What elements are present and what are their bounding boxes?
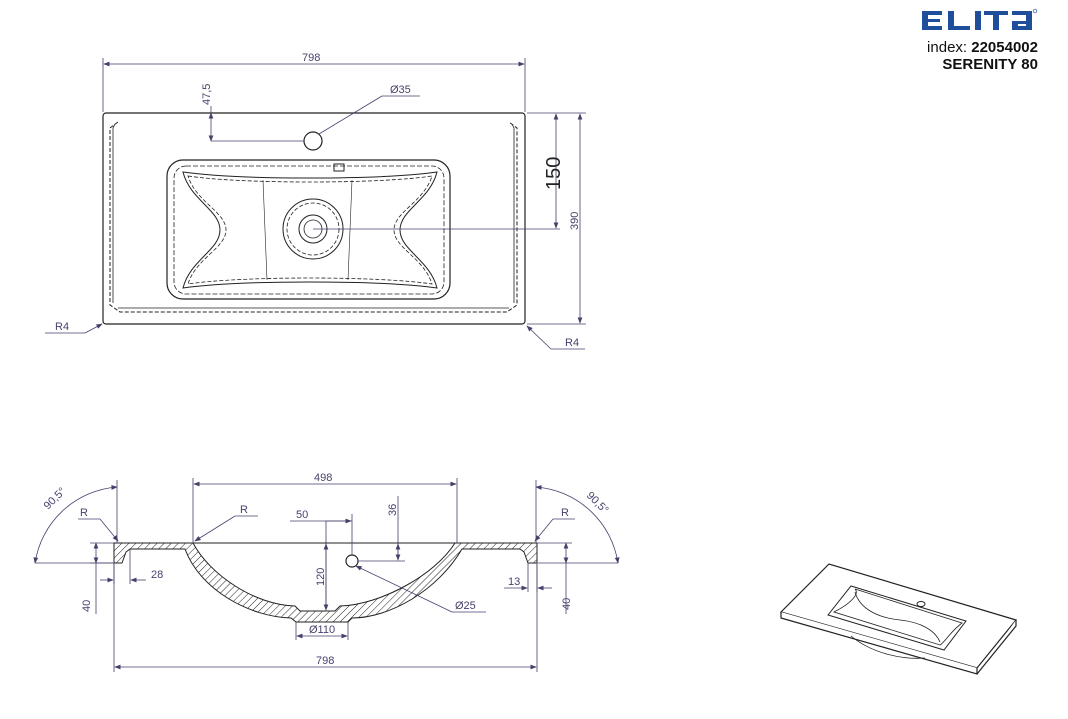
basin-outline bbox=[102, 112, 526, 325]
radius-section-left-label: R bbox=[80, 507, 88, 519]
height-left-label: 40 bbox=[81, 600, 93, 612]
index-value: 22054002 bbox=[971, 39, 1038, 56]
index-label: index: bbox=[927, 39, 968, 56]
radius-section-right-label: R bbox=[561, 507, 569, 519]
faucet-offset-label: 47,5 bbox=[201, 84, 213, 105]
overflow-diameter-label: Ø25 bbox=[455, 600, 476, 612]
radius-section-center-label: R bbox=[240, 504, 248, 516]
top-width-label: 798 bbox=[302, 52, 320, 64]
isometric-view bbox=[779, 563, 1018, 675]
radius-right-label: R4 bbox=[565, 337, 579, 349]
overflow-slot bbox=[333, 163, 345, 172]
faucet-diameter-label: Ø35 bbox=[390, 84, 411, 96]
rim-dashed-outline bbox=[109, 121, 518, 313]
edge-left-label: 28 bbox=[151, 569, 163, 581]
overflow-hole bbox=[345, 554, 359, 568]
overflow-height-label: 36 bbox=[387, 504, 399, 516]
angle-left-label: 90,5° bbox=[42, 485, 69, 512]
elita-logo bbox=[920, 8, 1038, 37]
index-line: index: 22054002 bbox=[920, 39, 1038, 56]
height-right-label: 40 bbox=[561, 598, 573, 610]
bowl-outline bbox=[166, 159, 451, 300]
overflow-offset-label: 50 bbox=[296, 509, 308, 521]
depth-label: 390 bbox=[569, 212, 581, 230]
bowl-contour bbox=[182, 171, 438, 289]
bowl-width-label: 498 bbox=[314, 472, 332, 484]
section-view: 498 90,5° 90,5° R R R 50 36 120 bbox=[33, 472, 620, 672]
section-profile bbox=[113, 542, 538, 623]
top-view: 798 47,5 Ø35 150 390 R4 R4 bbox=[45, 52, 586, 350]
radius-left-label: R4 bbox=[55, 321, 69, 333]
drain-diameter-label: Ø110 bbox=[309, 624, 335, 636]
bowl-depth-label: 120 bbox=[315, 568, 327, 586]
model-name: SERENITY 80 bbox=[942, 56, 1038, 73]
overall-width-label: 798 bbox=[316, 655, 334, 667]
title-block: index: 22054002 SERENITY 80 bbox=[920, 8, 1038, 73]
drain-offset-label: 150 bbox=[543, 157, 565, 190]
edge-right-label: 13 bbox=[508, 576, 520, 588]
angle-right-label: 90,5° bbox=[584, 490, 611, 517]
faucet-hole bbox=[303, 131, 323, 151]
